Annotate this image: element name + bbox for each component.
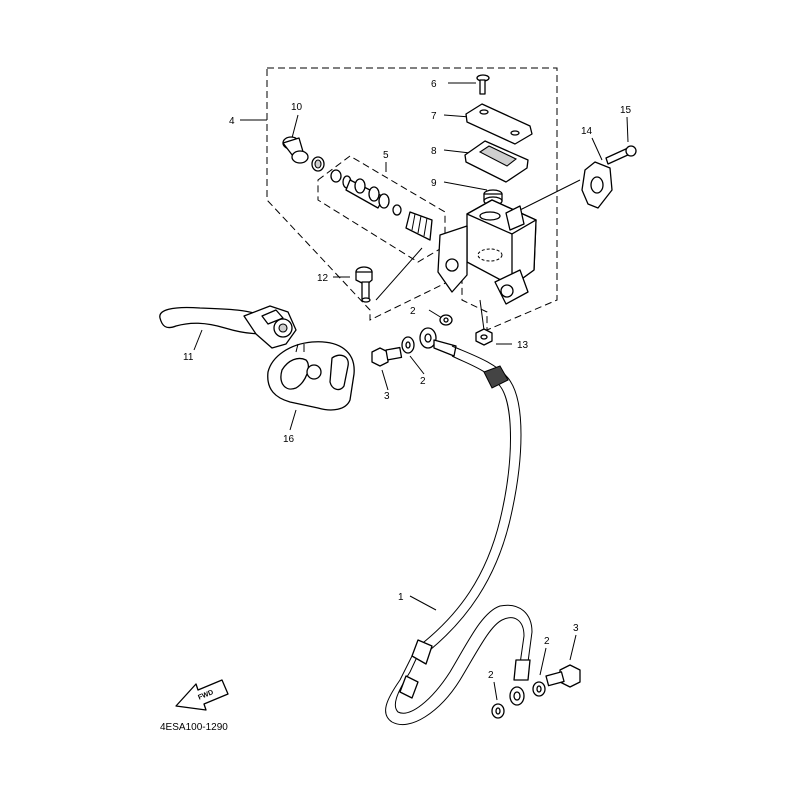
callout-2-lower-right: 2	[544, 636, 550, 647]
callout-16: 16	[283, 434, 295, 445]
callout-11: 11	[183, 352, 194, 363]
fwd-arrow-icon: FWD	[175, 679, 229, 711]
reservoir-cap-7	[465, 103, 533, 145]
callout-1: 1	[398, 592, 404, 603]
lever-cover-16	[267, 341, 355, 411]
pivot-bolt-12	[355, 266, 373, 303]
piston-kit-5	[330, 169, 433, 241]
assembly-boundary-4	[266, 67, 558, 331]
screw-6	[476, 74, 490, 95]
leader-lines	[193, 82, 629, 701]
diaphragm-holder-8	[464, 140, 529, 183]
callout-6: 6	[431, 79, 437, 90]
callout-2-mid: 2	[420, 376, 426, 387]
callout-10: 10	[291, 102, 303, 113]
boot-10	[282, 136, 325, 172]
callout-3-lower: 3	[573, 623, 579, 634]
union-bolt-3-lower	[545, 664, 581, 688]
union-bolt-3-upper	[371, 346, 403, 367]
callout-labels: 1 2 2 2 2 3 3 4 5 6 7 8 9 10 11 12 13 14…	[183, 79, 632, 681]
bolt-15	[605, 145, 637, 165]
callout-15: 15	[620, 105, 632, 116]
callout-2-upper: 2	[410, 306, 416, 317]
callout-9: 9	[431, 178, 437, 189]
callout-4: 4	[229, 116, 235, 127]
brake-hose-1	[385, 327, 533, 726]
master-cylinder-body	[437, 199, 537, 305]
callout-5: 5	[383, 150, 389, 161]
callout-3-upper: 3	[384, 391, 390, 402]
assembly-boundary-5	[317, 155, 446, 263]
callout-12: 12	[317, 273, 329, 284]
callout-7: 7	[431, 111, 437, 122]
callout-8: 8	[431, 146, 437, 157]
callout-14: 14	[581, 126, 593, 137]
callout-2-lower-left: 2	[488, 670, 494, 681]
lever-11	[159, 305, 297, 349]
callout-13: 13	[517, 340, 529, 351]
diagram-code: 4ESA100-1290	[160, 722, 228, 733]
